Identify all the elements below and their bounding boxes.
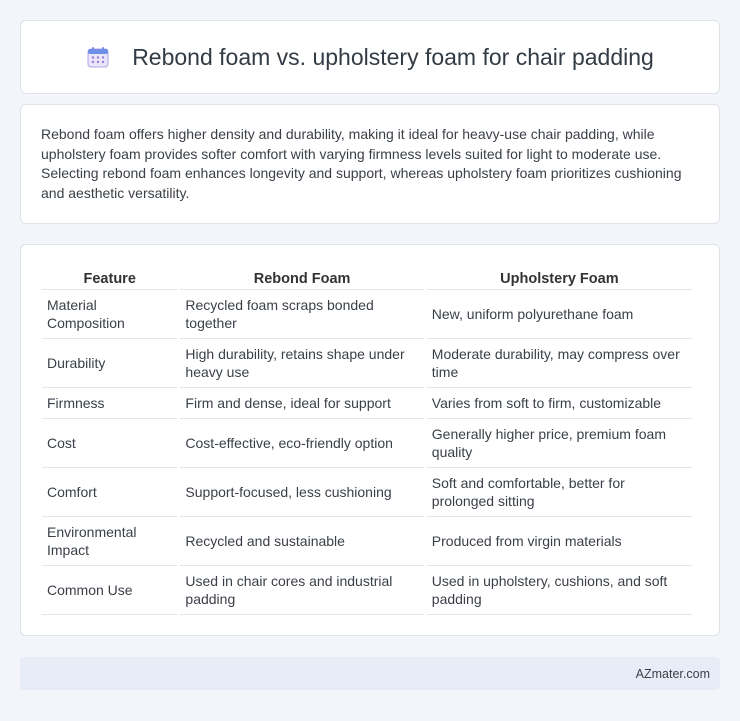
row-feature: Cost xyxy=(42,419,178,468)
row-feature: Firmness xyxy=(42,388,178,419)
row-upholstery: Moderate durability, may compress over t… xyxy=(426,339,692,388)
row-feature: Comfort xyxy=(42,468,178,517)
calendar-icon xyxy=(86,45,110,69)
row-upholstery: New, uniform polyurethane foam xyxy=(426,290,692,339)
row-rebond: Recycled and sustainable xyxy=(180,517,424,566)
footer: AZmater.com xyxy=(20,657,720,690)
row-upholstery: Generally higher price, premium foam qua… xyxy=(426,419,692,468)
row-upholstery: Soft and comfortable, better for prolong… xyxy=(426,468,692,517)
row-upholstery: Varies from soft to firm, customizable xyxy=(426,388,692,419)
comparison-table-card: Feature Rebond Foam Upholstery Foam Mate… xyxy=(20,244,720,636)
row-rebond: Support-focused, less cushioning xyxy=(180,468,424,517)
table-row: Comfort Support-focused, less cushioning… xyxy=(42,468,692,517)
row-upholstery: Used in upholstery, cushions, and soft p… xyxy=(426,566,692,615)
row-feature: Common Use xyxy=(42,566,178,615)
header-feature: Feature xyxy=(42,266,178,290)
comparison-table: Feature Rebond Foam Upholstery Foam Mate… xyxy=(39,266,695,615)
summary-card: Rebond foam offers higher density and du… xyxy=(20,104,720,224)
header-rebond-foam: Rebond Foam xyxy=(180,266,424,290)
row-feature: Material Composition xyxy=(42,290,178,339)
row-feature: Environmental Impact xyxy=(42,517,178,566)
row-rebond: High durability, retains shape under hea… xyxy=(180,339,424,388)
header-upholstery-foam: Upholstery Foam xyxy=(426,266,692,290)
table-row: Cost Cost-effective, eco-friendly option… xyxy=(42,419,692,468)
table-row: Durability High durability, retains shap… xyxy=(42,339,692,388)
table-row: Environmental Impact Recycled and sustai… xyxy=(42,517,692,566)
row-feature: Durability xyxy=(42,339,178,388)
row-rebond: Firm and dense, ideal for support xyxy=(180,388,424,419)
table-row: Common Use Used in chair cores and indus… xyxy=(42,566,692,615)
summary-text: Rebond foam offers higher density and du… xyxy=(41,126,682,201)
table-row: Firmness Firm and dense, ideal for suppo… xyxy=(42,388,692,419)
row-rebond: Cost-effective, eco-friendly option xyxy=(180,419,424,468)
row-rebond: Recycled foam scraps bonded together xyxy=(180,290,424,339)
footer-site-link[interactable]: AZmater.com xyxy=(635,666,710,681)
page-title: Rebond foam vs. upholstery foam for chai… xyxy=(132,43,654,70)
row-rebond: Used in chair cores and industrial paddi… xyxy=(180,566,424,615)
row-upholstery: Produced from virgin materials xyxy=(426,517,692,566)
table-row: Material Composition Recycled foam scrap… xyxy=(42,290,692,339)
title-card: Rebond foam vs. upholstery foam for chai… xyxy=(20,20,720,94)
title-wrap: Rebond foam vs. upholstery foam for chai… xyxy=(86,44,654,71)
